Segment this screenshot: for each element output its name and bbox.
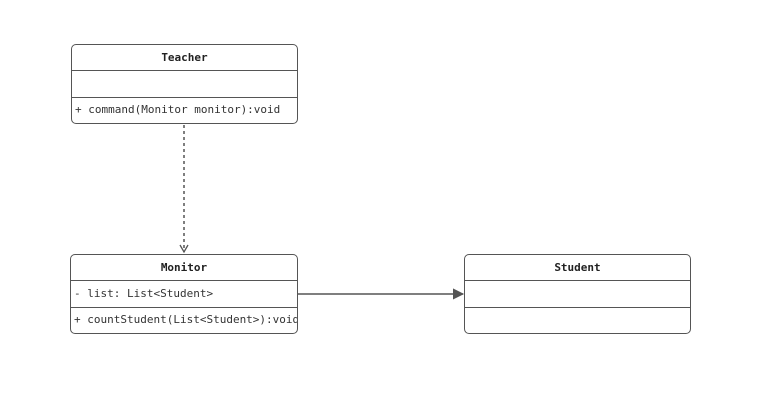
class-methods-monitor: + countStudent(List<Student>):void — [74, 313, 298, 326]
class-attributes-monitor: - list: List<Student> — [71, 281, 297, 308]
class-methods-student — [465, 308, 690, 332]
class-attributes-student — [465, 281, 690, 308]
class-name-student: Student — [465, 255, 690, 281]
class-name-teacher: Teacher — [72, 45, 297, 71]
class-box-teacher[interactable]: Teacher + command(Monitor monitor):void — [71, 44, 298, 124]
class-methods-teacher: + command(Monitor monitor):void — [75, 103, 281, 116]
class-attributes-teacher — [72, 71, 297, 98]
class-box-monitor[interactable]: Monitor - list: List<Student> + countStu… — [70, 254, 298, 334]
class-box-student[interactable]: Student — [464, 254, 691, 334]
class-name-monitor: Monitor — [71, 255, 297, 281]
